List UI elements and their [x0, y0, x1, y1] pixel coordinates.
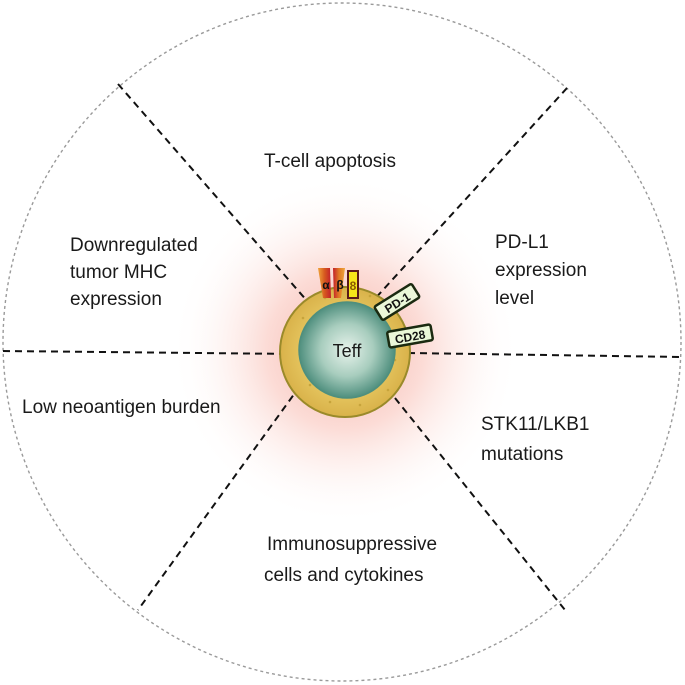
label-pdl1-expression: PD-L1 expression level: [495, 232, 592, 309]
divider-lower-right: [394, 397, 566, 611]
t-effector-cell: Teff α β 8 PD-1 CD28: [279, 268, 434, 418]
label-low-neoantigen-burden: Low neoantigen burden: [22, 397, 221, 418]
tcr-alpha-label: α: [322, 278, 330, 292]
label-pdl1-line-1: PD-L1: [495, 232, 549, 253]
tcr-receptor: α β 8: [318, 268, 359, 299]
divider-left: [2, 350, 299, 355]
label-stk11-mutations: STK11/LKB1 mutations: [481, 414, 595, 465]
label-mhc-line-3: expression: [70, 289, 162, 310]
pd1-box: [373, 283, 421, 321]
cd28-label: CD28: [394, 327, 427, 346]
label-stk11-line-1: STK11/LKB1: [481, 414, 589, 435]
label-immunosuppressive-cells: Immunosuppressive cells and cytokines: [264, 534, 442, 586]
label-mhc-line-2: tumor MHC: [70, 262, 167, 283]
tcr-beta-chain: [333, 268, 345, 298]
label-immuno-line-2: cells and cytokines: [264, 565, 423, 586]
label-t-cell-apoptosis: T-cell apoptosis: [264, 151, 396, 172]
label-immuno-line-1: Immunosuppressive: [267, 534, 437, 555]
pd1-receptor: PD-1: [373, 283, 421, 321]
divider-upper-right: [371, 87, 568, 303]
divider-lower-left: [137, 385, 301, 611]
label-mhc-downregulation: Downregulated tumor MHC expression: [70, 235, 203, 310]
label-stk11-line-2: mutations: [481, 444, 563, 465]
cd8-coreceptor: [347, 270, 359, 299]
cd28-box: [386, 323, 434, 349]
tcr-alpha-chain: [318, 268, 331, 298]
cd28-receptor: CD28: [386, 323, 434, 349]
cell-nucleus: [298, 301, 396, 399]
divider-upper-left: [117, 83, 309, 303]
label-pdl1-line-3: level: [495, 288, 534, 309]
divider-right: [407, 352, 683, 358]
cd8-label: 8: [350, 279, 357, 293]
tcr-beta-label: β: [336, 278, 343, 292]
sector-dividers: [2, 83, 683, 611]
label-mhc-line-1: Downregulated: [70, 235, 198, 256]
label-pdl1-line-2: expression: [495, 260, 587, 281]
nucleus-label: Teff: [333, 341, 363, 361]
